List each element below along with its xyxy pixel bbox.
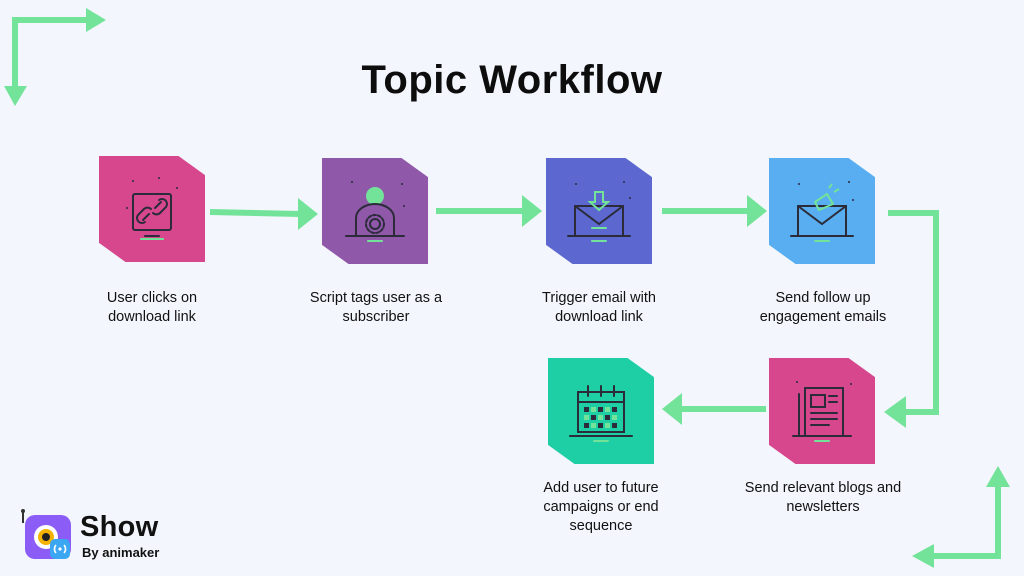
arrow-step4-to-step5 — [884, 210, 939, 428]
step-1-tile — [99, 156, 205, 262]
arrow-step3-to-step4 — [662, 195, 767, 227]
step-5-label-line2: newsletters — [786, 499, 860, 515]
page-title: Topic Workflow — [361, 58, 663, 102]
corner-arrow-top-left — [4, 8, 106, 106]
step-2-label: Script tags user as a subscriber — [276, 289, 476, 327]
user-gear-icon — [345, 181, 405, 242]
arrow-step5-to-step6 — [662, 393, 766, 425]
step-4-label: Send follow up engagement emails — [723, 289, 923, 327]
step-6-label: Add user to future campaigns or end sequ… — [501, 479, 701, 536]
step-4-tile — [769, 158, 875, 264]
arrow-step2-to-step3 — [436, 195, 542, 227]
step-3-tile — [546, 158, 652, 264]
newsletter-icon — [792, 381, 852, 442]
step-6-label-line3: sequence — [569, 518, 633, 534]
step-2-tile — [322, 158, 428, 264]
step-6-label-line1: Add user to future — [543, 480, 659, 496]
step-5-label-line1: Send relevant blogs and — [744, 480, 902, 496]
step-1-label-line2: download link — [108, 309, 196, 325]
logo-subtitle: By animaker — [82, 545, 160, 560]
show-logo-icon — [21, 509, 71, 559]
step-2-label-line1: Script tags user as a — [309, 290, 443, 306]
step-6-label-line2: campaigns or end — [543, 499, 659, 515]
logo-wordmark: Show — [80, 511, 159, 543]
step-4-label-line1: Send follow up — [775, 290, 871, 306]
step-3-label-line1: Trigger email with — [542, 290, 656, 306]
step-2-label-line2: subscriber — [342, 309, 410, 325]
step-3-label: Trigger email with download link — [499, 289, 699, 327]
step-5-label: Send relevant blogs and newsletters — [723, 479, 923, 517]
link-icon — [126, 177, 178, 240]
step-6-tile — [548, 358, 654, 464]
step-4-label-line2: engagement emails — [759, 309, 887, 325]
corner-arrow-bottom-right — [912, 466, 1010, 568]
step-5-tile — [769, 358, 875, 464]
step-3-label-line2: download link — [555, 309, 643, 325]
download-email-icon — [567, 181, 631, 242]
arrow-step1-to-step2 — [209, 198, 318, 230]
email-megaphone-icon — [790, 181, 854, 242]
step-1-label: User clicks on download link — [52, 289, 252, 327]
step-1-label-line1: User clicks on — [106, 290, 198, 306]
calendar-icon — [569, 385, 633, 442]
